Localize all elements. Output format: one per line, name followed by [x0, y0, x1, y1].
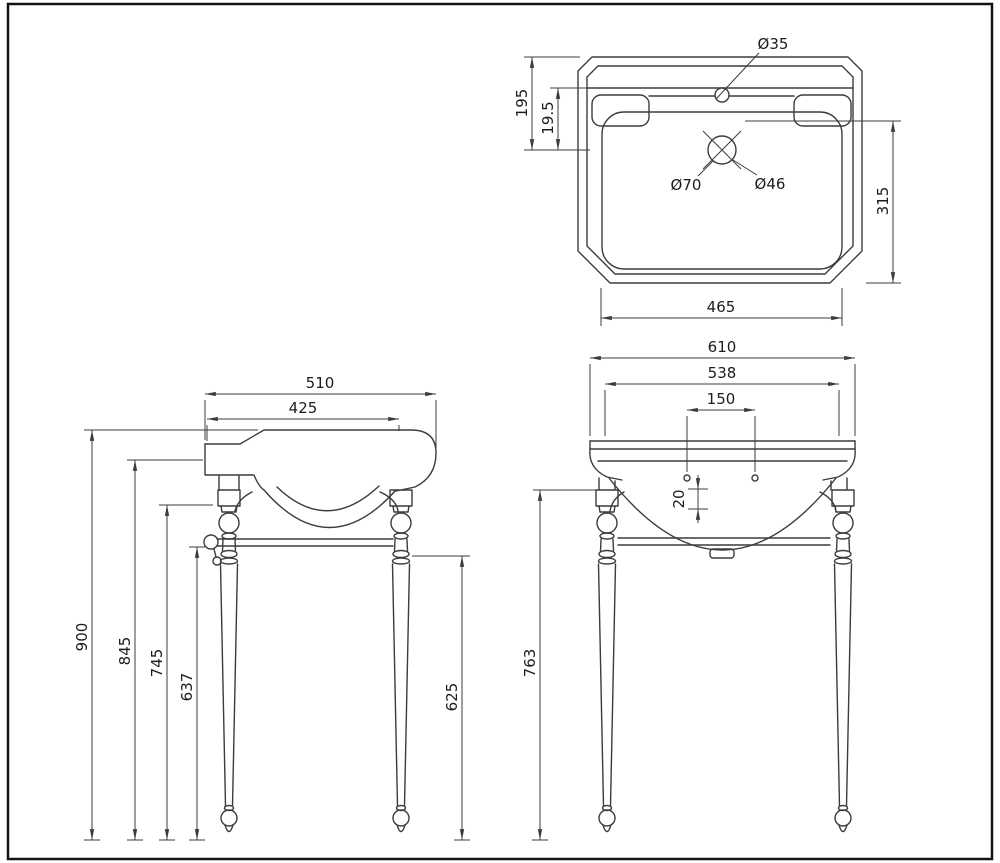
- label-dia70: Ø70: [671, 176, 702, 194]
- dim-637: 637: [178, 673, 196, 702]
- fixing-hole-right: [751, 474, 759, 482]
- bowl-outline: [601, 111, 843, 270]
- label-dia35: Ø35: [758, 35, 789, 53]
- rail-end-knob: [203, 534, 219, 550]
- deck-right-recess: [793, 94, 852, 127]
- basin-left-shoulder: [589, 448, 623, 481]
- dim-745: 745: [148, 649, 166, 678]
- page-border: [6, 2, 994, 861]
- basin-side-profile: [204, 429, 437, 492]
- side-left-leg: [217, 489, 241, 833]
- side-right-leg: [389, 489, 413, 833]
- bowl-underside-inner: [276, 485, 380, 512]
- dim-610: 610: [708, 338, 737, 356]
- leader-dia35: [715, 52, 760, 100]
- dim-845: 845: [116, 637, 134, 666]
- dim-20: 20: [670, 489, 688, 508]
- leader-dia70: [697, 160, 714, 177]
- dim-150: 150: [707, 390, 736, 408]
- tap-hole: [714, 87, 730, 103]
- dim-510: 510: [306, 374, 335, 392]
- front-left-leg: [595, 489, 619, 833]
- fixing-hole-left: [683, 474, 691, 482]
- plan-dimensions: 195 19.5 315 465: [513, 56, 901, 326]
- bowl-front: [608, 477, 837, 551]
- bowl-underside: [263, 489, 397, 529]
- dim-195: 195: [513, 89, 531, 118]
- front-dimensions: 610 538 150 20 763: [521, 338, 856, 841]
- dim-425: 425: [289, 399, 318, 417]
- basin-outer-outline: [577, 56, 863, 284]
- front-view: [589, 440, 856, 833]
- basin-side-back: [204, 443, 265, 491]
- dim-19-5: 19.5: [539, 101, 557, 134]
- dim-900: 900: [73, 623, 91, 652]
- frame-braces: [234, 491, 399, 512]
- label-dia46: Ø46: [755, 175, 786, 193]
- side-dimensions: 510 425 900 845 745 637 625: [73, 374, 470, 841]
- rail-detail-knob: [212, 556, 222, 566]
- waste-cross: [702, 130, 742, 170]
- dim-465: 465: [707, 298, 736, 316]
- dim-538: 538: [708, 364, 737, 382]
- front-right-leg: [831, 489, 855, 833]
- side-view: [203, 429, 437, 833]
- basin-right-shoulder: [822, 448, 856, 481]
- basin-inner-rim: [586, 65, 854, 275]
- dim-315: 315: [874, 187, 892, 216]
- plan-view: Ø35 Ø70 Ø46: [577, 35, 863, 284]
- dim-763: 763: [521, 649, 539, 678]
- leader-dia46: [732, 159, 758, 176]
- frame-braces: [609, 491, 837, 512]
- rail-detail-stem: [213, 548, 217, 558]
- deck-left-recess: [591, 94, 650, 127]
- waste-outlet: [709, 548, 735, 559]
- dim-625: 625: [443, 683, 461, 712]
